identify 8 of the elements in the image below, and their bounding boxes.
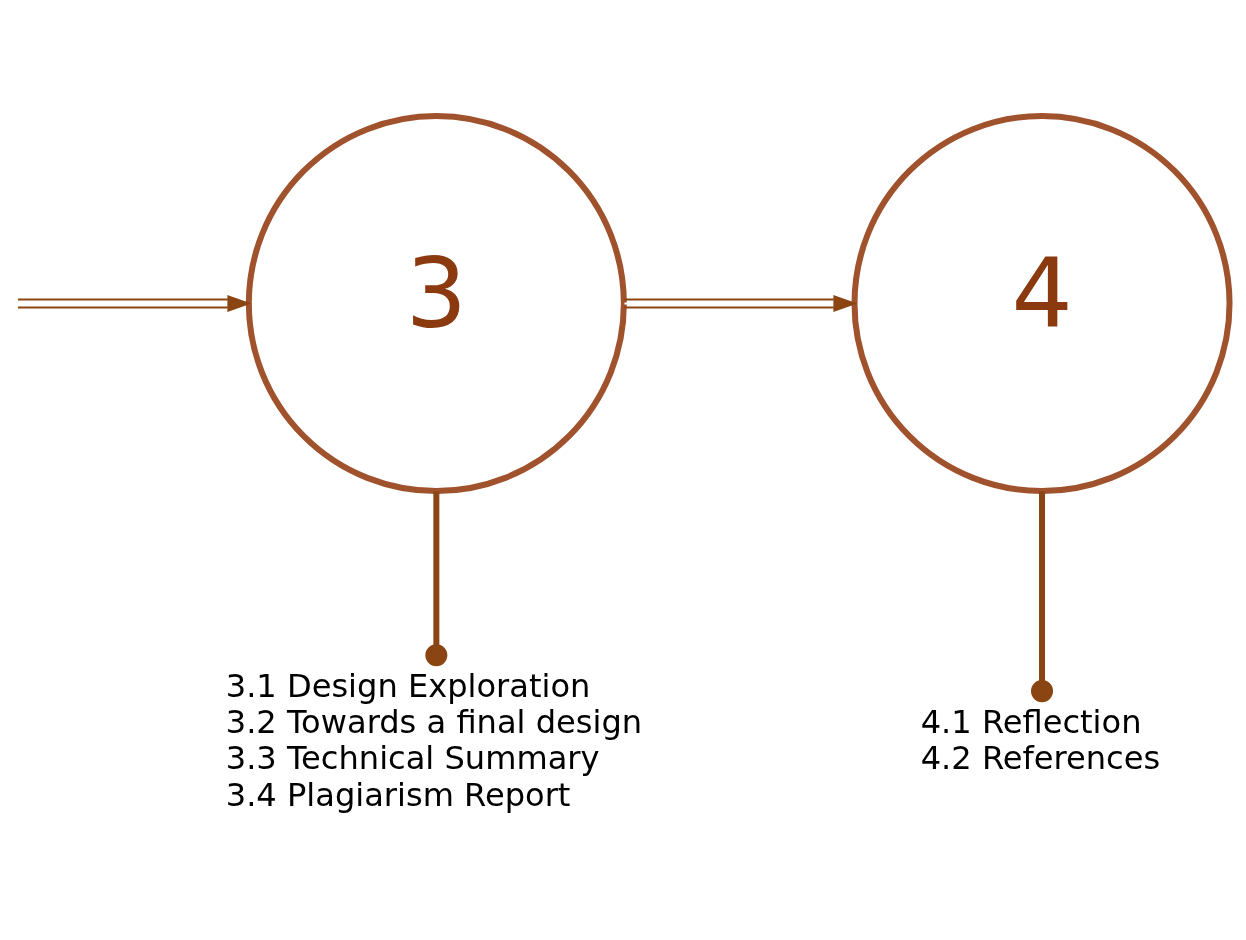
connector [1031,491,1054,703]
connector [425,491,448,667]
node-circle: 4 [851,113,1233,495]
arrow [624,295,858,312]
node-text: 3.1 Design Exploration 3.2 Towards a final design 3.3 Technical Summary 3.4 Plagiarism Report [225,667,643,814]
arrow [18,295,252,312]
node-circle: 3 [245,113,627,495]
node-text: 4.1 Reflection 4.2 References [920,703,1161,778]
